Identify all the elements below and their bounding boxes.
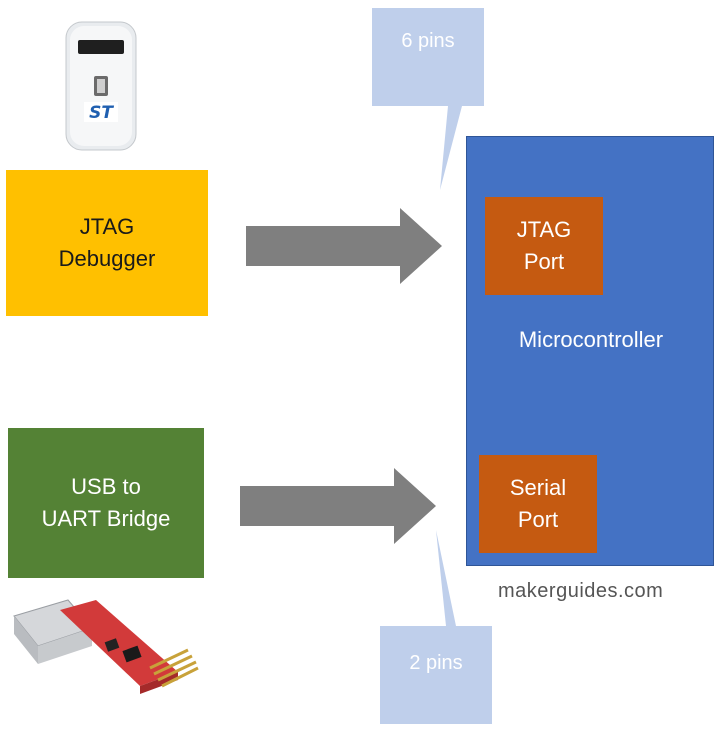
callout-2-pins-label: 2 pins: [409, 652, 463, 674]
microcontroller-box: JTAG Port Microcontroller Serial Port: [466, 136, 714, 566]
usb-uart-bridge-box: USB to UART Bridge: [8, 428, 204, 578]
usb-uart-bridge-label: USB to UART Bridge: [41, 474, 171, 531]
usb-uart-adapter-image: [13, 599, 199, 694]
watermark: makerguides.com: [498, 580, 664, 602]
serial-port-label: Serial Port: [509, 475, 567, 532]
jtag-debugger-label: JTAG Debugger: [58, 214, 156, 271]
callout-2-pins: [380, 530, 492, 724]
jtag-port-label: JTAG Port: [516, 217, 572, 274]
microcontroller-label: Microcontroller: [518, 327, 664, 352]
callout-6-pins-label: 6 pins: [401, 30, 455, 52]
jtag-port-box: JTAG Port: [485, 197, 603, 295]
serial-port-box: Serial Port: [479, 455, 597, 553]
arrow-bridge-to-serial: [240, 468, 436, 544]
callout-6-pins: [372, 8, 484, 190]
svg-text:ST: ST: [89, 103, 114, 123]
st-link-debugger-image: ST: [65, 21, 137, 151]
arrow-debugger-to-jtag: [246, 208, 442, 284]
jtag-debugger-box: JTAG Debugger: [6, 170, 208, 316]
